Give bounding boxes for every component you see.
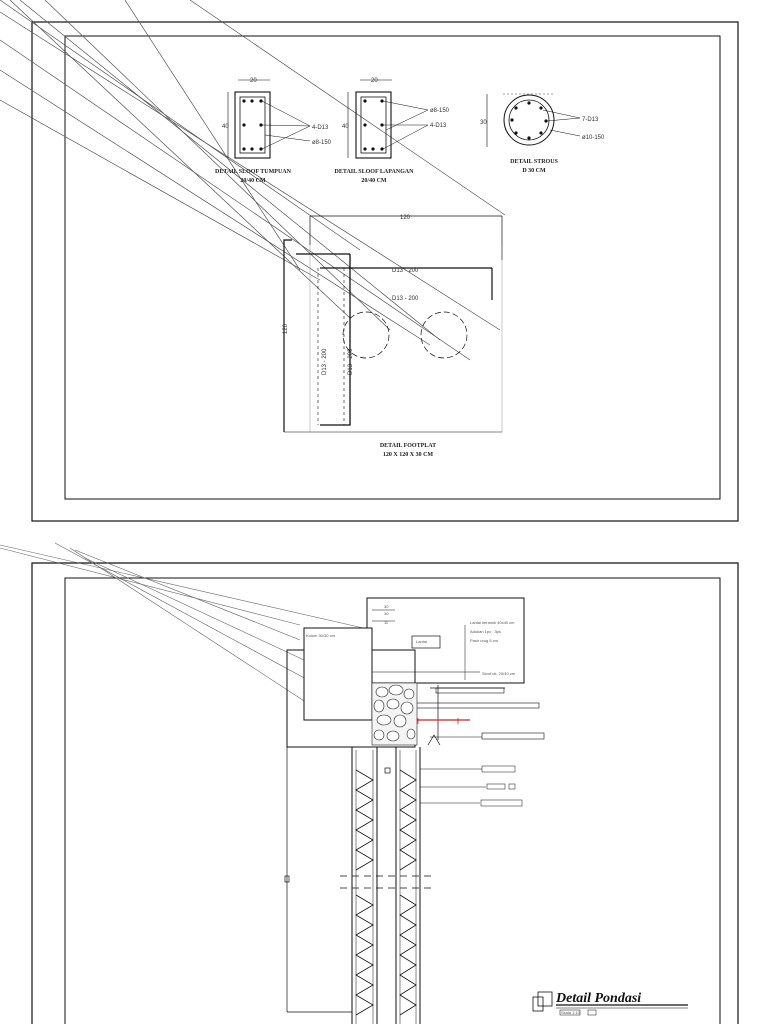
label-sloof: Sloof uk. 20/40 cm	[482, 671, 516, 676]
sloof-tumpuan-title: DETAIL SLOOF TUMPUAN	[215, 169, 292, 175]
sloof-lapangan-size: 20/40 CM	[361, 178, 387, 184]
sheet-1-inner-border	[64, 35, 721, 500]
footplat-rebar-left-1: D13 - 200	[322, 348, 328, 375]
footplat-dim-w: 120	[400, 215, 411, 221]
label-dim-3: 11	[384, 620, 389, 625]
construction-lines-1	[0, 0, 506, 361]
sheet-1-outer-border	[31, 21, 739, 522]
footplat-detail	[283, 215, 503, 433]
label-dim-2: 10	[384, 611, 389, 616]
label-kolom: Kolom 30/30 cm	[306, 633, 336, 638]
label-lantai: Lantai	[416, 639, 427, 644]
strous-size: D 30 CM	[522, 168, 546, 174]
label-note-3: Pasir urug 5 cm	[470, 638, 499, 643]
sheet-2: Kolom 30/30 cm Lantai Lantai keramik 40x…	[0, 542, 739, 1024]
pondasi-section	[286, 597, 545, 748]
footplat-rebar-bottom: D13 - 200	[392, 296, 419, 302]
footplat-size: 120 X 120 X 30 CM	[383, 452, 433, 458]
label-note-1: Lantai keramik 40x40 cm	[470, 620, 515, 625]
strous-title: DETAIL STROUS	[510, 159, 558, 165]
sloof-tumpuan-rebar-main: 4-D13	[312, 125, 329, 131]
strous-rebar-stirrup: ø10-150	[582, 135, 605, 141]
footplat-title: DETAIL FOOTPLAT	[380, 443, 436, 449]
sloof-lapangan-dim-h: 40	[342, 124, 349, 130]
sloof-lapangan-dim-w: 20	[371, 78, 378, 84]
piles	[284, 747, 436, 1024]
sloof-lapangan-title: DETAIL SLOOF LAPANGAN	[335, 169, 415, 175]
sheet-2-inner-border	[64, 577, 721, 1024]
strous-detail	[486, 93, 581, 147]
title-block	[532, 991, 688, 1016]
sloof-lapangan-detail	[347, 79, 429, 159]
footplat-rebar-left-2: D13 - 200	[348, 348, 354, 375]
sloof-tumpuan-dim-h: 40	[222, 124, 229, 130]
stone-fill	[371, 682, 418, 746]
sloof-tumpuan-size: 20/40 CM	[240, 178, 266, 184]
sheet-1: 20 40 4-D13 ø8-150 DETAIL SLOOF TUMPUAN …	[0, 0, 739, 522]
strous-dim-d: 30	[480, 120, 487, 126]
label-note-2: Adukan 1pc : 3ps	[470, 629, 501, 634]
sloof-tumpuan-rebar-stirrup: ø8-150	[312, 140, 332, 146]
sloof-tumpuan-detail	[227, 79, 311, 159]
footplat-dim-h: 120	[283, 323, 289, 334]
drawing-scale: Skala 1:10	[561, 1010, 581, 1015]
sheet-2-outer-border	[31, 562, 739, 1024]
sloof-tumpuan-dim-w: 20	[250, 78, 257, 84]
label-dim-1: 30	[384, 604, 389, 609]
strous-rebar-main: 7-D13	[582, 117, 599, 123]
sloof-lapangan-rebar-stirrup: ø8-150	[430, 108, 450, 114]
sloof-lapangan-rebar-main: 4-D13	[430, 123, 447, 129]
footplat-rebar-top: D13 - 200	[392, 268, 419, 274]
leader-lines	[372, 609, 523, 807]
drawing-title: Detail Pondasi	[555, 991, 641, 1006]
